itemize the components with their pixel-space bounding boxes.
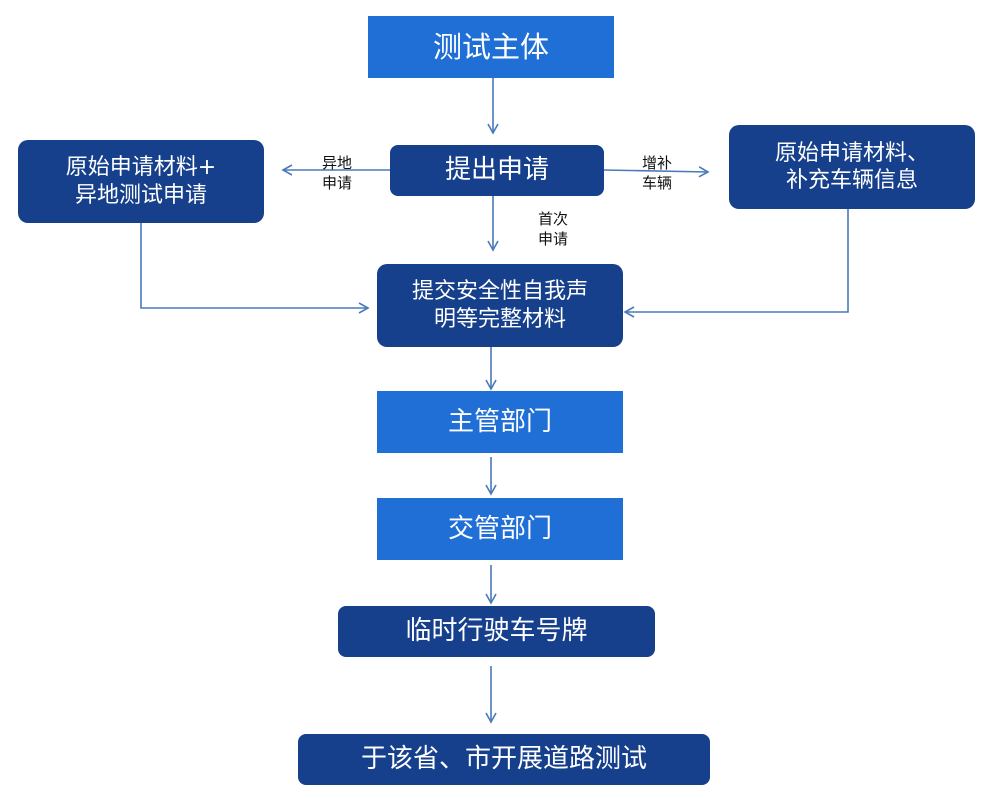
edge-label-add-vehicle: 增补 车辆 xyxy=(631,154,683,193)
node-complete-materials-line1: 提交安全性自我声 xyxy=(411,279,588,304)
edge-label-first-time: 首次 申请 xyxy=(527,210,579,249)
edge-label-remote-line1: 异地 xyxy=(321,154,352,172)
node-remote-materials: 原始申请材料+ 异地测试申请 xyxy=(18,140,264,223)
node-test-subject-label: 测试主体 xyxy=(432,29,549,64)
arrow-apply-to-right xyxy=(603,166,710,178)
node-complete-materials-line2: 明等完整材料 xyxy=(433,306,566,332)
node-supplement-materials: 原始申请材料、 补充车辆信息 xyxy=(729,125,975,209)
node-complete-materials: 提交安全性自我声 明等完整材料 xyxy=(377,264,623,347)
node-remote-materials-line1: 原始申请材料+ xyxy=(65,155,217,180)
edge-label-first-time-line1: 首次 xyxy=(537,210,568,228)
node-submit-application: 提出申请 xyxy=(390,145,604,196)
arrow-left-to-submit xyxy=(140,223,370,314)
node-supplement-materials-line1: 原始申请材料、 xyxy=(774,140,929,166)
node-remote-materials-line2: 异地测试申请 xyxy=(74,182,207,208)
node-competent-authority: 主管部门 xyxy=(377,391,623,453)
node-temporary-plate-label: 临时行驶车号牌 xyxy=(405,616,588,647)
node-road-test: 于该省、市开展道路测试 xyxy=(298,734,710,785)
edge-label-add-vehicle-line2: 车辆 xyxy=(641,173,672,192)
node-temporary-plate: 临时行驶车号牌 xyxy=(338,606,655,657)
edge-label-first-time-line2: 申请 xyxy=(537,229,568,248)
edge-label-remote: 异地 申请 xyxy=(311,154,363,193)
edge-label-add-vehicle-line1: 增补 xyxy=(641,154,672,172)
node-competent-authority-label: 主管部门 xyxy=(447,406,552,437)
node-test-subject: 测试主体 xyxy=(368,16,614,78)
node-road-test-label: 于该省、市开展道路测试 xyxy=(360,744,647,775)
node-traffic-authority-label: 交管部门 xyxy=(447,513,552,544)
node-traffic-authority: 交管部门 xyxy=(377,498,623,560)
node-supplement-materials-line2: 补充车辆信息 xyxy=(785,168,918,193)
edge-label-remote-line2: 申请 xyxy=(321,173,352,192)
node-submit-application-label: 提出申请 xyxy=(444,155,549,186)
arrow-right-to-submit xyxy=(623,209,849,318)
